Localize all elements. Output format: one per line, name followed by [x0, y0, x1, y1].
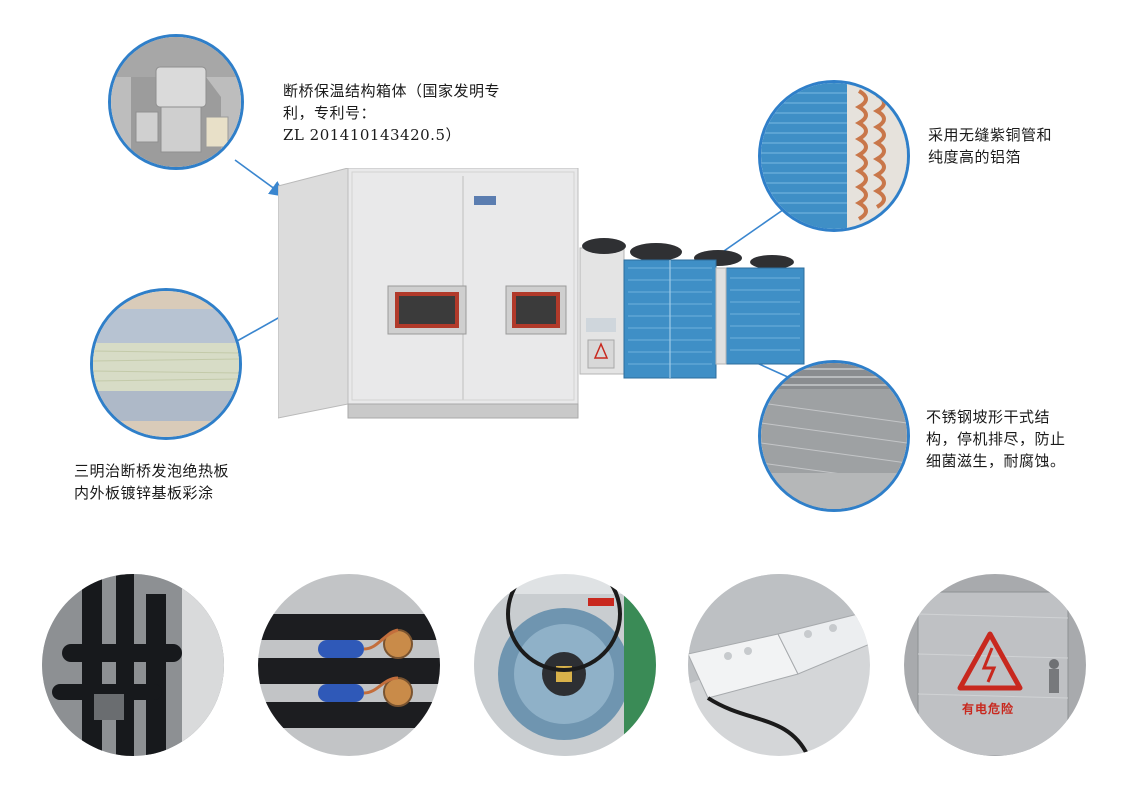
sandwich-panel-icon — [93, 291, 239, 437]
warning-label: 有电危险 — [962, 702, 1015, 716]
arrow-cabinet — [234, 159, 286, 197]
junction-box-icon — [688, 574, 870, 756]
component-filter-drier — [258, 574, 440, 756]
component-insulated-pipes — [42, 574, 224, 756]
insulated-pipes-icon — [42, 574, 224, 756]
cabinet-corner-icon — [111, 37, 241, 167]
insulation-panel-detail — [90, 288, 242, 440]
drain-pan-detail — [758, 360, 910, 512]
callout-coil-text: 采用无缝紫铜管和 纯度高的铝箔 — [928, 126, 1053, 166]
callout-cabinet-text: 断桥保温结构箱体（国家发明专 利，专利号： ZL 201410143420.5） — [283, 82, 501, 144]
component-electrical-cabinet: 有电危险 — [904, 574, 1086, 756]
drain-pan-icon — [761, 363, 907, 509]
copper-coil-icon — [761, 83, 907, 229]
callout-panel-text: 三明治断桥发泡绝热板 内外板镀锌基板彩涂 — [74, 462, 230, 502]
indoor-cabinet-unit — [278, 168, 582, 423]
component-centrifugal-fan — [474, 574, 656, 756]
cabinet-corner-detail — [108, 34, 244, 170]
electrical-cabinet-icon — [904, 574, 1086, 756]
centrifugal-fan-icon — [474, 574, 656, 756]
cabinet-illustration — [278, 168, 579, 419]
copper-coil-detail — [758, 80, 910, 232]
outdoor-condensing-units — [576, 238, 808, 384]
callout-drain-text: 不锈钢坡形干式结 构，停机排尽，防止 细菌滋生，耐腐蚀。 — [926, 408, 1066, 470]
filter-drier-valves-icon — [258, 574, 440, 756]
condenser-illustration — [579, 238, 805, 379]
component-junction-box — [688, 574, 870, 756]
